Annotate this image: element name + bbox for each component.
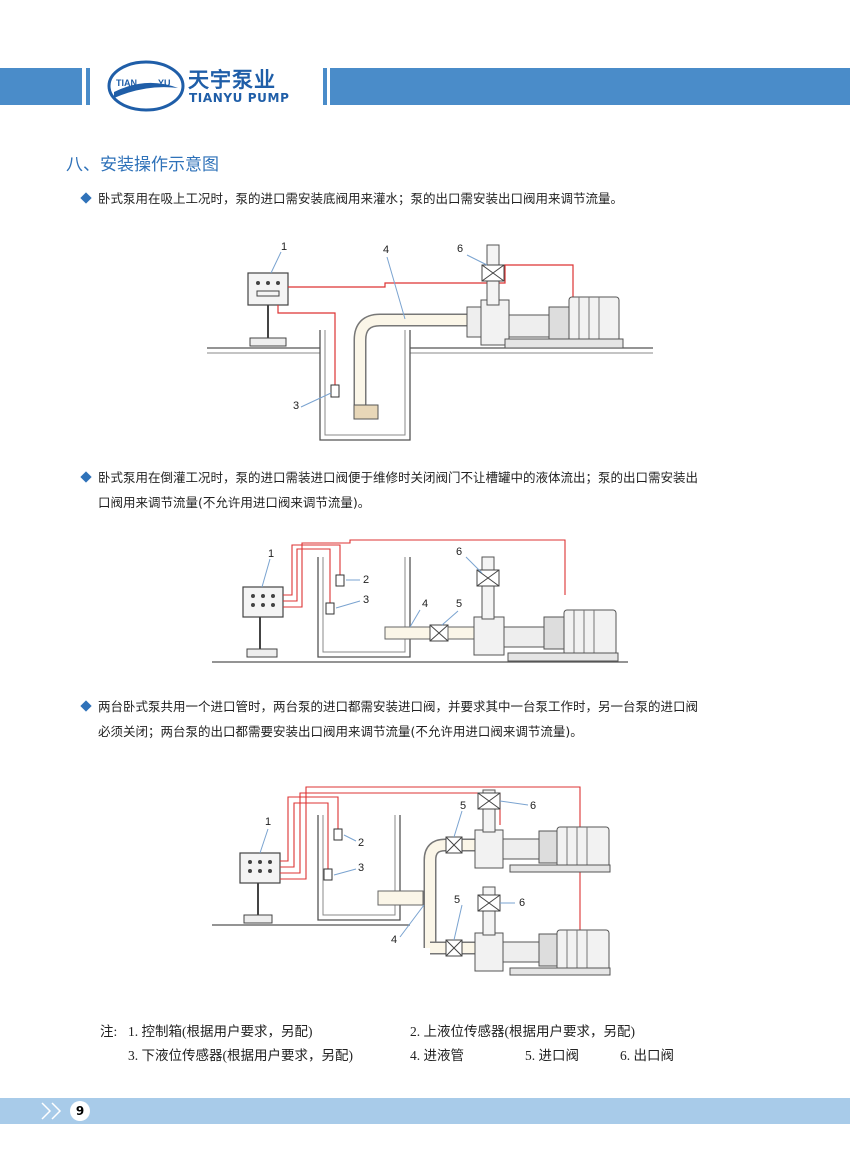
d3-label-1: 1: [265, 816, 271, 828]
d1-label-6: 6: [457, 243, 463, 255]
header-bar-right-accent: [323, 68, 327, 105]
d1-label-3: 3: [293, 400, 299, 412]
diagram-two-pumps-shared-inlet: 1 2 3 4 5 6 5 6: [212, 786, 611, 976]
notes-prefix: 注:: [100, 1024, 118, 1039]
d3-label-4: 4: [391, 934, 397, 946]
footer-bar: [0, 1098, 850, 1124]
d3-label-6a: 6: [530, 800, 536, 812]
d2-label-4: 4: [422, 598, 428, 610]
d3-label-6b: 6: [519, 897, 525, 909]
bullet-2-text-line2: 口阀用来调节流量(不允许用进口阀来调节流量)。: [98, 495, 371, 510]
d2-label-1: 1: [268, 548, 274, 560]
d2-label-5: 5: [456, 598, 462, 610]
note-item-3: 3. 下液位传感器(根据用户要求，另配): [128, 1048, 353, 1063]
d2-label-2: 2: [363, 574, 369, 586]
bullet-diamond-icon: [80, 700, 92, 712]
header-bar-left: [0, 68, 82, 105]
d3-label-2: 2: [358, 837, 364, 849]
note-item-4: 4. 进液管: [410, 1048, 464, 1063]
note-item-5: 5. 进口阀: [525, 1048, 579, 1063]
page-number: 9: [70, 1101, 90, 1121]
note-item-2: 2. 上液位传感器(根据用户要求，另配): [410, 1024, 635, 1039]
logo-emblem: TIAN YU: [107, 60, 185, 112]
header-bar-right: [330, 68, 850, 105]
bullet-diamond-icon: [80, 471, 92, 483]
diagram-suction-lift: 1 4 6 3: [207, 241, 653, 441]
d3-label-5b: 5: [454, 894, 460, 906]
d3-label-3: 3: [358, 862, 364, 874]
bullet-2-text-line1: 卧式泵用在倒灌工况时，泵的进口需装进口阀便于维修时关闭阀门不让槽罐中的液体流出；…: [98, 470, 699, 485]
d2-label-6: 6: [456, 546, 462, 558]
d1-label-4: 4: [383, 244, 389, 256]
note-item-6: 6. 出口阀: [620, 1048, 674, 1063]
header-bar-left-accent: [86, 68, 90, 105]
footer-double-chevron-icon: [41, 1102, 62, 1120]
logo-ring-text-right: YU: [158, 78, 171, 88]
notes-legend: 注: 1. 控制箱(根据用户要求，另配) 2. 上液位传感器(根据用户要求，另配…: [100, 1020, 720, 1064]
bullet-diamond-icon: [80, 192, 92, 204]
diagram-flooded-suction: 1 2 3 4 5 6: [212, 539, 628, 663]
bullet-1-text: 卧式泵用在吸上工况时，泵的进口需安装底阀用来灌水；泵的出口需安装出口阀用来调节流…: [98, 191, 624, 206]
bullet-3-text-line1: 两台卧式泵共用一个进口管时，两台泵的进口都需安装进口阀，并要求其中一台泵工作时，…: [98, 699, 699, 714]
d2-label-3: 3: [363, 594, 369, 606]
bullet-3: 两台卧式泵共用一个进口管时，两台泵的进口都需安装进口阀，并要求其中一台泵工作时，…: [80, 694, 780, 744]
section-title: 八、安装操作示意图: [66, 155, 219, 175]
bullet-2: 卧式泵用在倒灌工况时，泵的进口需装进口阀便于维修时关闭阀门不让槽罐中的液体流出；…: [80, 465, 780, 515]
brand-name-en: TIANYU PUMP: [189, 91, 290, 105]
bullet-1: 卧式泵用在吸上工况时，泵的进口需安装底阀用来灌水；泵的出口需安装出口阀用来调节流…: [80, 186, 780, 211]
note-item-1: 1. 控制箱(根据用户要求，另配): [128, 1024, 313, 1039]
d3-label-5a: 5: [460, 800, 466, 812]
brand-name-cn: 天宇泵业: [188, 68, 276, 92]
bullet-3-text-line2: 必须关闭；两台泵的出口都需要安装出口阀用来调节流量(不允许用进口阀来调节流量)。: [98, 724, 583, 739]
logo-ring-text-left: TIAN: [116, 78, 137, 88]
d1-label-1: 1: [281, 241, 287, 253]
